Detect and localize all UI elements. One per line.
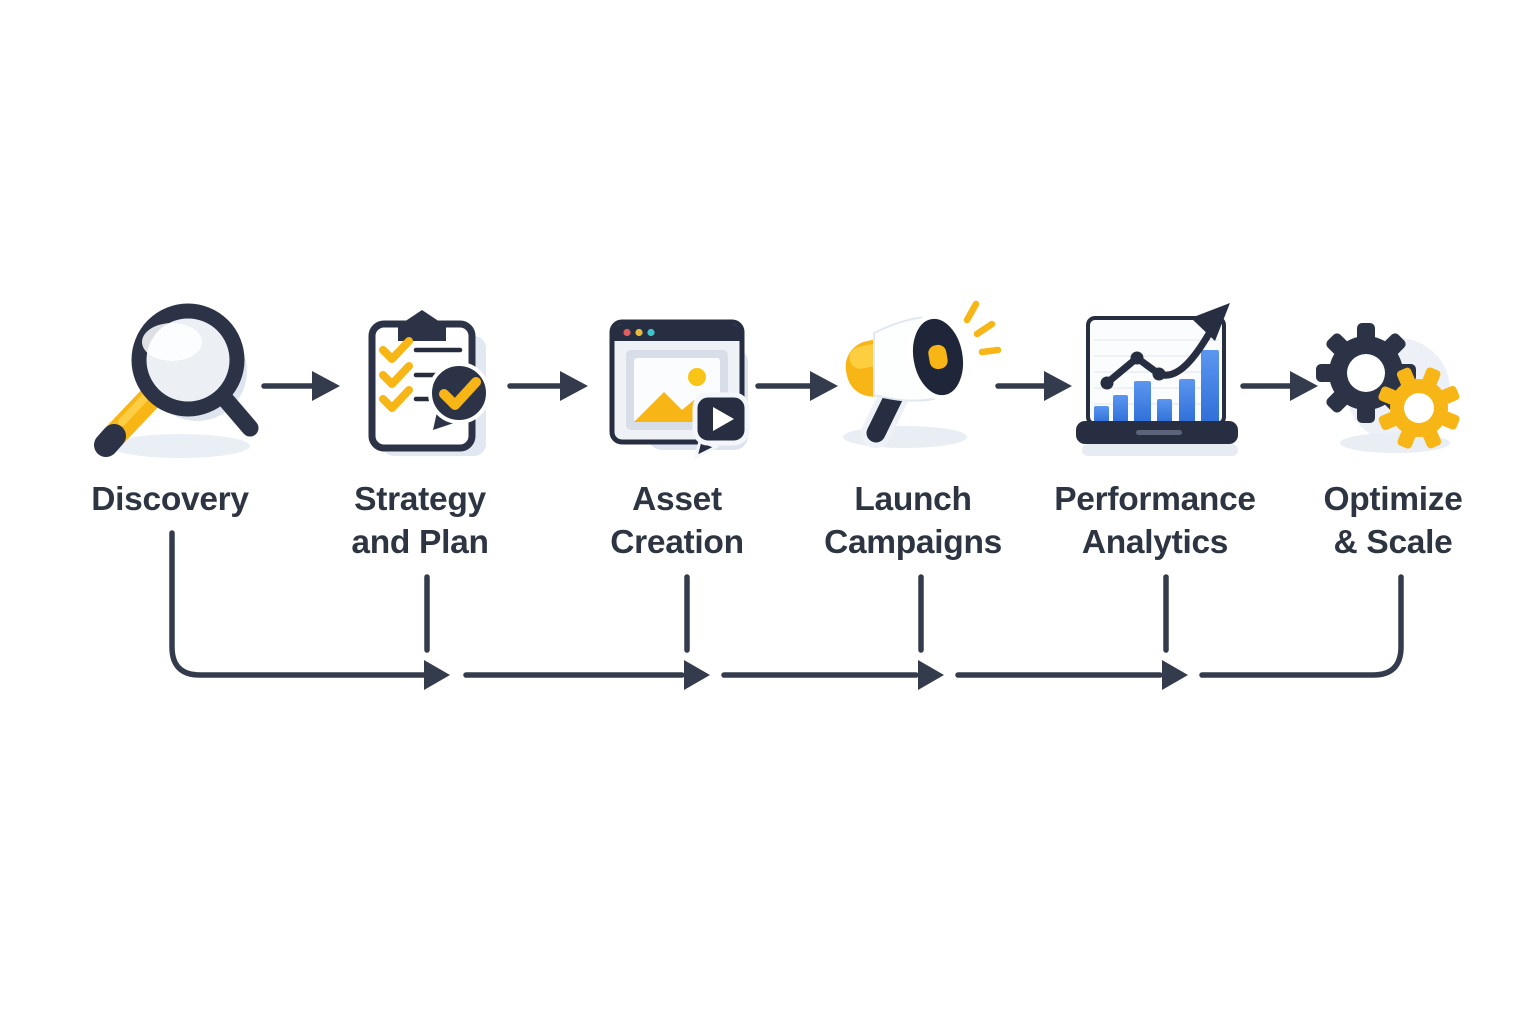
browser-titlebar: [614, 324, 740, 341]
step-label-asset-creation: Asset Creation: [610, 481, 744, 561]
flow-line-optimize: [1199, 574, 1404, 678]
window-dot-red: [623, 328, 631, 337]
clipboard-clip: [398, 310, 446, 341]
step-label-discovery: Discovery: [91, 481, 249, 518]
check-item-1: [379, 337, 413, 363]
flow-line-discovery: [169, 530, 427, 678]
trend-arrowhead: [1191, 303, 1230, 341]
gear-yellow: [1378, 367, 1460, 449]
step-label-optimize-and-scale: Optimize & Scale: [1323, 481, 1463, 561]
megaphone-icon: [843, 300, 1002, 448]
window-dot-teal: [647, 328, 655, 337]
play-icon: [713, 407, 734, 431]
sound-lines: [963, 300, 1002, 356]
laptop-analytics-icon: [1076, 303, 1238, 456]
step-label-launch-campaigns: Launch Campaigns: [824, 481, 1002, 561]
clipboard-checklist-icon: [368, 310, 490, 456]
image-sun: [688, 368, 706, 386]
step-label-strategy-and-plan: Strategy and Plan: [351, 481, 489, 561]
browser-media-icon: [609, 319, 750, 460]
check-item-3: [379, 386, 413, 412]
check-item-2: [379, 362, 413, 388]
window-dot-yellow: [635, 328, 643, 337]
icon-shadow: [1082, 444, 1238, 456]
gears-icon: [1316, 323, 1460, 453]
magnifying-glass-icon: [94, 303, 259, 458]
bar-chart: [1094, 350, 1219, 423]
icon-shadow: [110, 434, 250, 458]
step-label-performance-analytics: Performance Analytics: [1054, 481, 1256, 561]
